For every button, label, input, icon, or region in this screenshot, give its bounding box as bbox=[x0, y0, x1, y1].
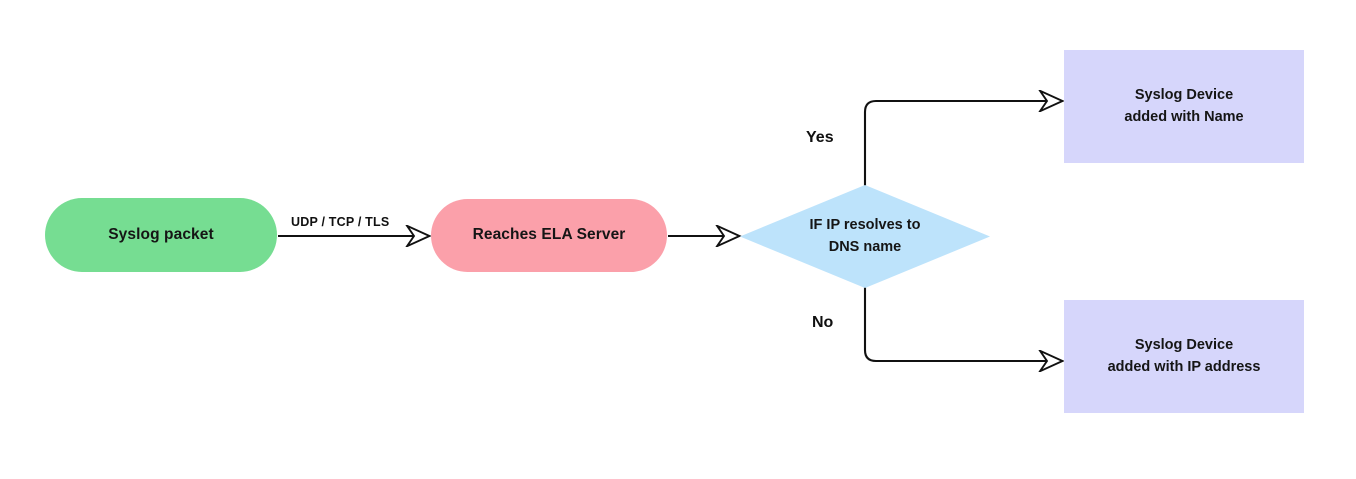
node-result-added-with-name[interactable]: Syslog Device added with Name bbox=[1064, 50, 1304, 163]
node-syslog-packet-label: Syslog packet bbox=[108, 225, 214, 243]
edge-label-no: No bbox=[812, 314, 834, 331]
node-result-added-with-ip-line2: added with IP address bbox=[1107, 358, 1261, 375]
edge-decision-yes bbox=[863, 101, 1062, 186]
node-result-added-with-name-line1: Syslog Device bbox=[1134, 87, 1234, 104]
node-syslog-packet[interactable]: Syslog packet bbox=[45, 198, 277, 272]
node-decision-label: IF IP resolves to DNS name bbox=[780, 215, 951, 257]
edge-label-protocol: UDP / TCP / TLS bbox=[291, 215, 390, 229]
node-decision-label-line2: DNS name bbox=[828, 238, 902, 255]
node-result-added-with-ip-label: Syslog Device added with IP address bbox=[1108, 335, 1261, 377]
edge-decision-no bbox=[863, 287, 1062, 361]
node-result-added-with-name-label: Syslog Device added with Name bbox=[1124, 85, 1243, 127]
node-result-added-with-ip-line1: Syslog Device bbox=[1134, 337, 1234, 354]
node-result-added-with-name-line2: added with Name bbox=[1124, 108, 1244, 125]
node-decision-ip-resolves[interactable]: IF IP resolves to DNS name bbox=[740, 185, 990, 288]
node-decision-label-line1: IF IP resolves to bbox=[809, 217, 921, 234]
edge-label-yes: Yes bbox=[806, 129, 834, 146]
node-reaches-ela-server-label: Reaches ELA Server bbox=[472, 226, 626, 244]
node-reaches-ela-server[interactable]: Reaches ELA Server bbox=[431, 199, 667, 272]
node-result-added-with-ip[interactable]: Syslog Device added with IP address bbox=[1064, 300, 1304, 413]
